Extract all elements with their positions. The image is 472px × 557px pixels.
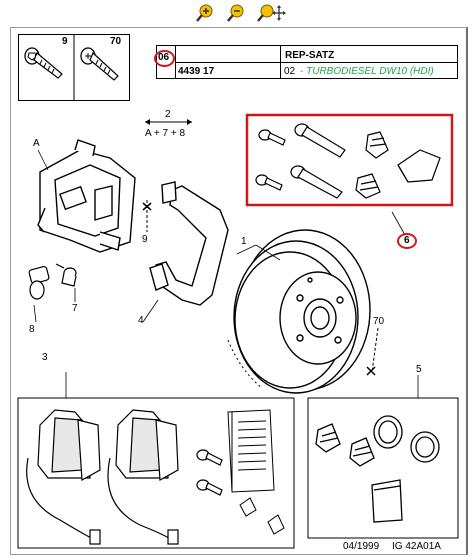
zoom-out-button[interactable] [224, 3, 248, 23]
label-1: 1 [241, 236, 247, 247]
seal-kit[interactable] [315, 415, 440, 523]
brake-pads[interactable] [26, 409, 179, 545]
bleed-cap[interactable] [28, 265, 50, 300]
caliper-bracket[interactable] [149, 181, 229, 306]
zoom-out-icon [227, 4, 244, 22]
zoom-in-icon [196, 4, 213, 22]
label-5: 5 [416, 364, 422, 375]
label-8: 8 [29, 324, 35, 335]
label-9: 9 [142, 234, 148, 245]
hex-screw-icon [24, 47, 63, 79]
ref-number[interactable]: 06 [158, 52, 170, 63]
torx-screw-icon [80, 47, 119, 81]
clips[interactable] [239, 497, 285, 535]
footer-date: 04/1999 [343, 541, 380, 552]
brake-disc[interactable] [233, 229, 371, 394]
label-7: 7 [72, 303, 78, 314]
label-70: 70 [373, 316, 385, 327]
small-bolts[interactable] [196, 449, 223, 496]
bleed-screw[interactable] [55, 263, 77, 287]
zoom-pan-button[interactable] [255, 3, 287, 23]
label-A: A [33, 138, 40, 149]
variant-description: - TURBODIESEL DW10 (HDI) [300, 66, 434, 77]
toolbar [0, 0, 472, 26]
label-formula: A + 7 + 8 [145, 128, 186, 139]
ref-highlight-circle [154, 50, 175, 67]
label-6[interactable]: 6 [404, 235, 410, 246]
label-3: 3 [42, 352, 48, 363]
zoom-in-button[interactable] [193, 3, 217, 23]
footer-code: IG 42A01A [392, 541, 441, 552]
brake-caliper[interactable] [37, 139, 136, 253]
label-4: 4 [138, 315, 144, 326]
part-title: REP-SATZ [285, 50, 335, 61]
screw-ref-70: 70 [110, 36, 122, 47]
disc-screw[interactable] [366, 327, 379, 376]
kit-ref-circle [397, 233, 417, 249]
kit-highlight-box[interactable] [245, 113, 454, 207]
label-2: 2 [165, 109, 171, 120]
zoom-pan-icon [257, 4, 286, 22]
screw-ref-9: 9 [62, 36, 68, 47]
part-number[interactable]: 4439 17 [178, 66, 215, 77]
instruction-booklet[interactable] [227, 409, 275, 493]
screw-9[interactable] [142, 200, 152, 232]
variant-code: 02 [284, 66, 296, 77]
guide-pin-kit[interactable] [255, 123, 441, 199]
screw-legend [18, 34, 130, 101]
